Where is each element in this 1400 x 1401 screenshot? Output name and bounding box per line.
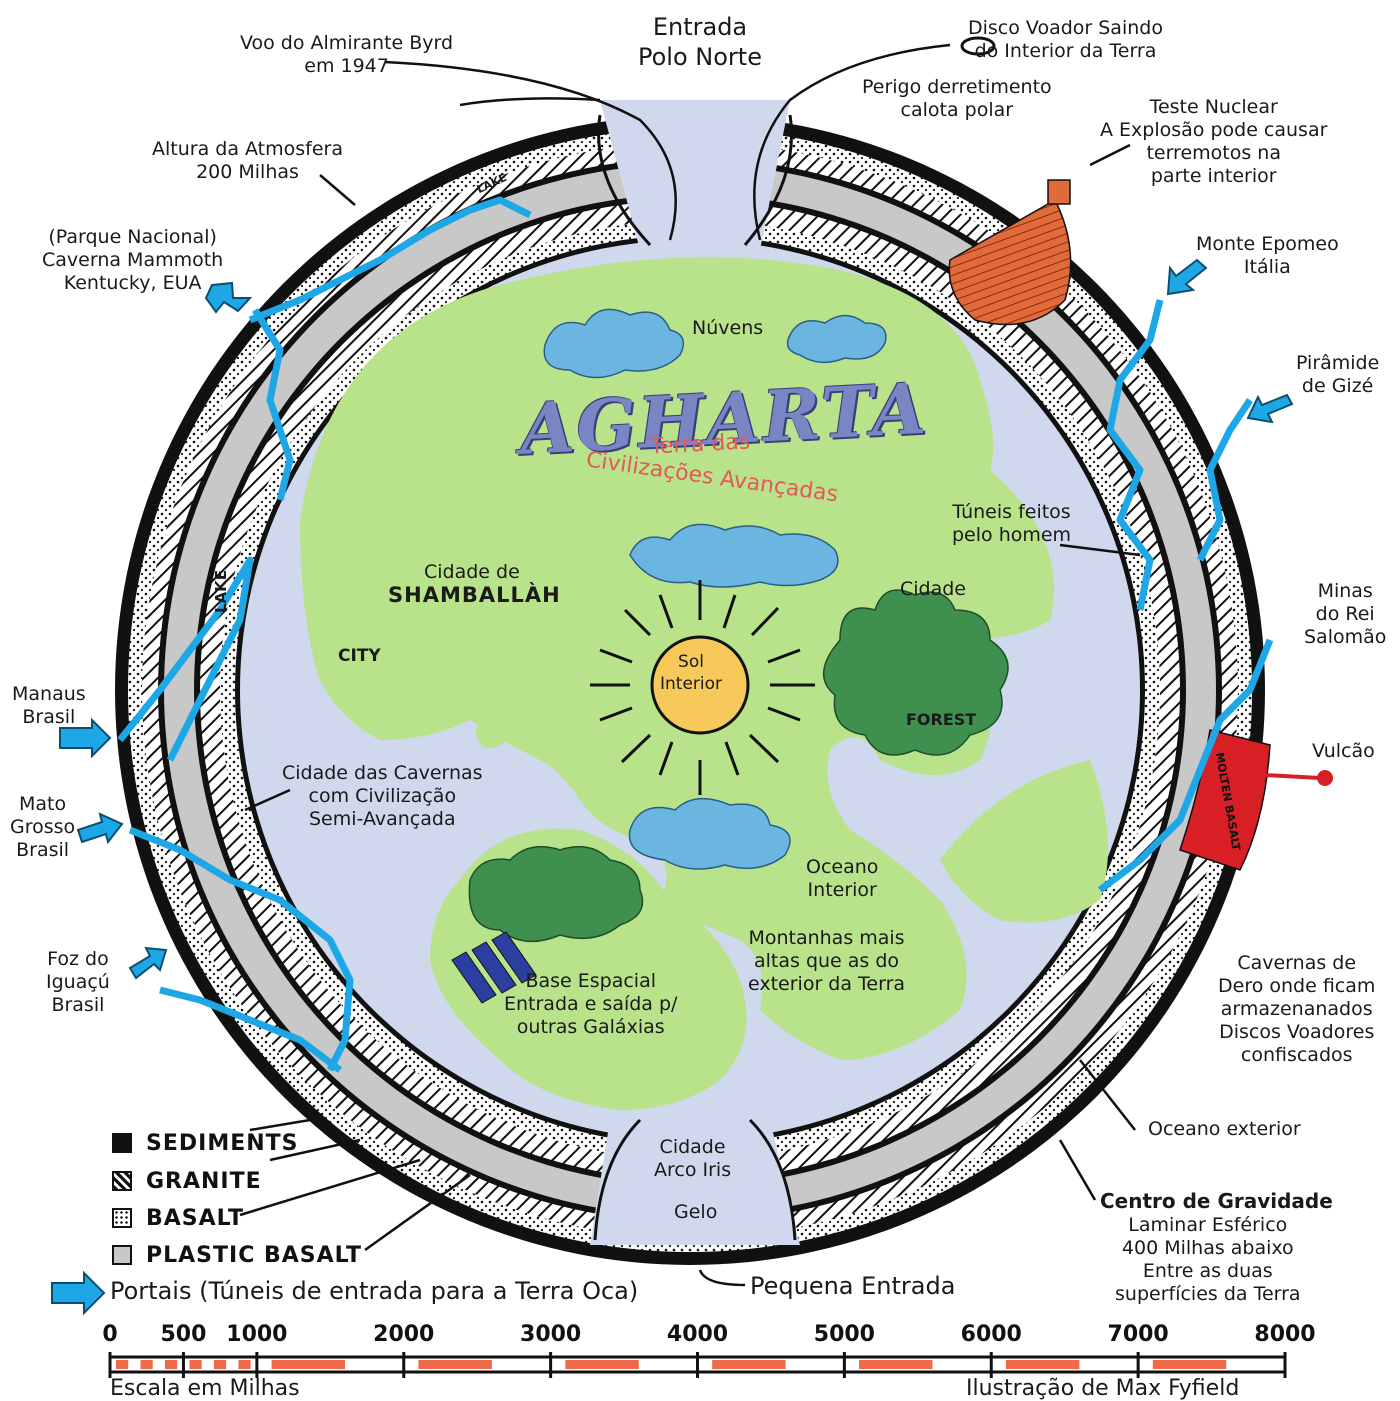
- label-oceano-exterior: Oceano exterior: [1148, 1118, 1301, 1140]
- scale-tick-label: 3000: [520, 1322, 582, 1347]
- inner-sun: [590, 580, 815, 795]
- label-shamballah: SHAMBALLÀH: [388, 583, 561, 607]
- scale-label: Escala em Milhas: [110, 1376, 300, 1401]
- scale-segment: [140, 1360, 153, 1369]
- label-gelo: Gelo: [674, 1201, 718, 1223]
- scale-segment: [712, 1360, 786, 1369]
- scale-segment: [1005, 1360, 1080, 1369]
- label-cidade: Cidade: [900, 578, 966, 600]
- clouds: [543, 308, 887, 870]
- label-pequena-entrada: Pequena Entrada: [750, 1272, 956, 1300]
- scale-tick-label: 1000: [226, 1322, 288, 1347]
- scale-tick-label: 500: [160, 1322, 207, 1347]
- scale-segment: [1152, 1360, 1227, 1369]
- scale-tick-label: 2000: [373, 1322, 435, 1347]
- scale-tick-label: 4000: [666, 1322, 729, 1347]
- label-cidade-de: Cidade de: [424, 561, 520, 583]
- scale-tick-label: 0: [102, 1322, 118, 1347]
- portal-tunnels: [117, 196, 1274, 1073]
- legend-basalt: BASALT: [112, 1203, 244, 1233]
- south-pole-opening: [590, 1120, 800, 1245]
- space-base-panels: [451, 931, 537, 1004]
- scale-tick-label: 6000: [960, 1322, 1022, 1347]
- annotation-lines: [239, 43, 1141, 1287]
- scale-tick-label: 5000: [813, 1322, 875, 1347]
- legend-sediments: SEDIMENTS: [112, 1128, 299, 1158]
- nuclear-blast: [948, 179, 1072, 326]
- label-nuvens: Núvens: [692, 317, 764, 339]
- plastic-basalt-swatch: [112, 1245, 132, 1265]
- scale-tick-label: 7000: [1107, 1322, 1169, 1347]
- label-lake-left: LAKE: [212, 569, 231, 614]
- label-centro-gravidade-title: Centro de Gravidade: [1100, 1189, 1333, 1213]
- flying-saucer-icon: [960, 36, 996, 56]
- subtitle-line1: Terra das: [649, 429, 751, 460]
- scale-segment: [238, 1360, 251, 1369]
- legend-plastic-basalt: PLASTIC BASALT: [112, 1240, 362, 1270]
- north-pole-opening: [600, 100, 790, 250]
- scale-segment: [164, 1360, 178, 1369]
- scale-segment: [859, 1360, 933, 1369]
- legend-granite: GRANITE: [112, 1166, 262, 1196]
- forests: [468, 589, 1009, 943]
- portais-legend: Portais (Túneis de entrada para a Terra …: [110, 1277, 639, 1305]
- label-vulcao: Vulcão: [1312, 740, 1375, 762]
- scale-segment: [418, 1360, 492, 1369]
- label-city: CITY: [338, 646, 381, 666]
- granite-swatch: [112, 1171, 132, 1191]
- basalt-swatch: [112, 1208, 132, 1228]
- sediments-swatch: [112, 1133, 132, 1153]
- label-forest: FOREST: [906, 710, 977, 729]
- portal-arrows: [51, 258, 1294, 1316]
- scale-segment: [116, 1360, 129, 1369]
- credit-label: Ilustração de Max Fyfield: [966, 1376, 1240, 1401]
- scale-segment: [189, 1360, 202, 1369]
- scale-segment: [213, 1360, 227, 1369]
- scale-segment: [271, 1360, 345, 1369]
- scale-segment: [565, 1360, 639, 1369]
- scale-bar: [108, 1352, 1287, 1378]
- scale-tick-label: 8000: [1254, 1322, 1316, 1347]
